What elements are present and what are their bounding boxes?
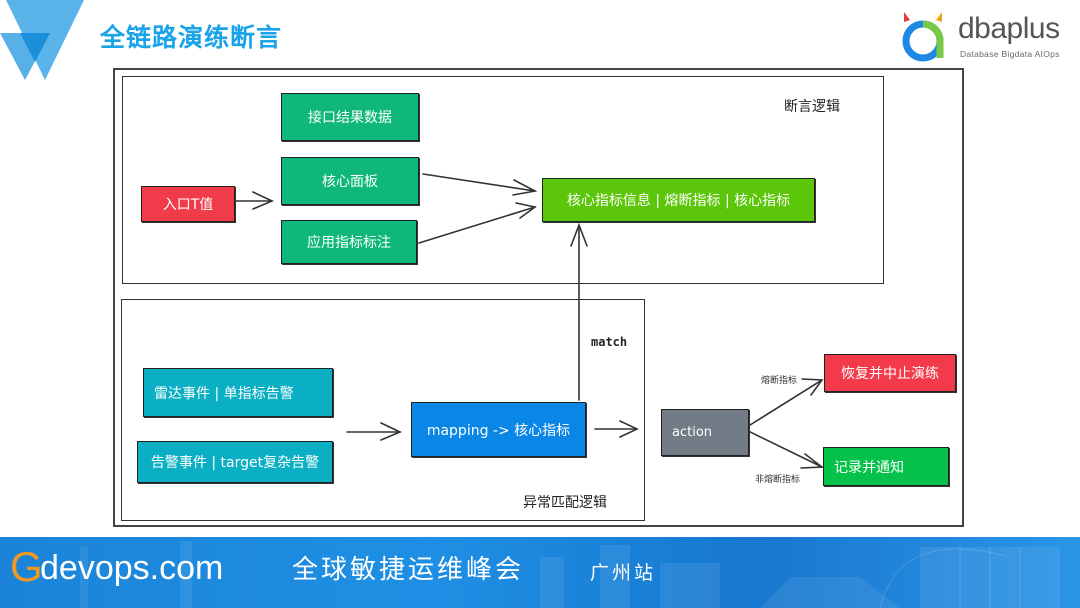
node-mapping[interactable]: mapping -> 核心指标 xyxy=(411,402,586,457)
node-entry-t-value[interactable]: 入口T值 xyxy=(141,186,235,222)
gdevops-logo-g: G xyxy=(10,543,43,590)
node-action[interactable]: action xyxy=(661,409,749,456)
city-skyline-decoration xyxy=(80,541,1060,608)
node-app-metric-tag[interactable]: 应用指标标注 xyxy=(281,220,417,264)
anomaly-match-group xyxy=(121,299,645,521)
triangle-logo-icon xyxy=(0,0,84,80)
dbaplus-logo: dbaplus Database Bigdata AIOps xyxy=(898,8,1078,64)
node-restore-stop[interactable]: 恢复并中止演练 xyxy=(824,354,956,392)
page-title: 全链路演练断言 xyxy=(100,23,283,52)
assertion-logic-label: 断言逻辑 xyxy=(784,99,840,115)
node-core-metric-info[interactable]: 核心指标信息 | 熔断指标 | 核心指标 xyxy=(542,178,815,222)
node-radar-event[interactable]: 雷达事件 | 单指标告警 xyxy=(143,368,333,417)
footer-domain: devops.com xyxy=(40,549,224,587)
footer-event-name: 全球敏捷运维峰会 xyxy=(292,555,525,585)
anomaly-match-label: 异常匹配逻辑 xyxy=(523,495,607,511)
brand-name: dbaplus xyxy=(958,12,1060,45)
node-record-notify[interactable]: 记录并通知 xyxy=(823,447,949,486)
node-alert-event[interactable]: 告警事件 | target复杂告警 xyxy=(137,441,333,483)
assertion-logic-group xyxy=(122,76,884,284)
footer-banner: G devops.com 全球敏捷运维峰会 广州站 xyxy=(0,537,1080,608)
node-core-panel[interactable]: 核心面板 xyxy=(281,157,419,205)
dbaplus-mark-icon xyxy=(902,12,944,62)
footer-city: 广州站 xyxy=(590,562,657,584)
edge-label-circuit-metric: 熔断指标 xyxy=(761,376,798,386)
node-api-result-data[interactable]: 接口结果数据 xyxy=(281,93,419,141)
edge-label-match: match xyxy=(591,335,628,349)
brand-tagline: Database Bigdata AIOps xyxy=(960,49,1060,59)
edge-label-non-circuit-metric: 非熔断指标 xyxy=(755,475,801,485)
